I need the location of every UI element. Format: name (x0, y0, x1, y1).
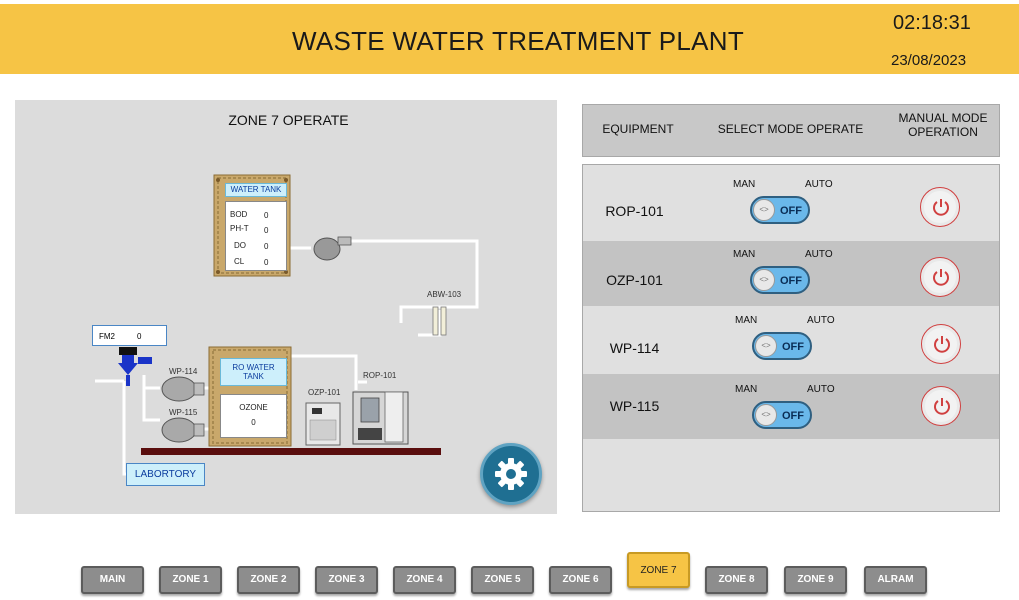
toggle-state: OFF (782, 410, 804, 422)
zone-diagram-panel: ZONE 7 OPERATE (15, 100, 557, 514)
man-label: MAN (735, 315, 758, 326)
nav-zone-9[interactable]: ZONE 9 (784, 566, 847, 594)
table-row: WP-115 MAN AUTO <> OFF (583, 374, 999, 439)
toggle-state: OFF (782, 341, 804, 353)
toggle-knob: <> (755, 335, 777, 357)
auto-label: AUTO (805, 249, 833, 260)
man-label: MAN (733, 179, 756, 190)
header-bar: WASTE WATER TREATMENT PLANT 02:18:31 23/… (0, 4, 1019, 74)
header-equipment: EQUIPMENT (602, 122, 674, 136)
equipment-table-header: EQUIPMENT SELECT MODE OPERATE MANUAL MOD… (582, 104, 1000, 157)
ozone-value: 0 (251, 418, 256, 427)
wp-114-label: WP-114 (169, 367, 198, 376)
table-row: WP-114 MAN AUTO <> OFF (583, 306, 999, 374)
wp-115-label: WP-115 (169, 408, 198, 417)
toggle-knob: <> (755, 404, 777, 426)
zone-title: ZONE 7 OPERATE (228, 112, 349, 128)
ozp-101-machine (305, 402, 341, 446)
clock-time: 02:18:31 (893, 12, 971, 34)
power-icon (934, 336, 950, 353)
wp-115-pump (161, 417, 205, 443)
transfer-pump (313, 236, 352, 261)
page-title: WASTE WATER TREATMENT PLANT (291, 26, 745, 56)
water-tank-label: WATER TANK (225, 183, 287, 197)
ro-water-tank-label: RO WATER TANK (220, 358, 287, 386)
ozone-readout: OZONE 0 (220, 394, 287, 438)
wp-114-pump (161, 376, 205, 402)
mode-toggle[interactable]: <> OFF (750, 196, 810, 224)
water-tank-params: BOD 0 PH-T 0 DO 0 CL 0 (225, 201, 287, 271)
abw-103-label: ABW-103 (427, 290, 462, 299)
process-diagram (95, 174, 479, 476)
settings-button[interactable] (480, 443, 542, 505)
rop-101-machine (352, 391, 409, 445)
man-label: MAN (733, 249, 756, 260)
toggle-state: OFF (780, 275, 802, 287)
param-do-value: 0 (264, 242, 269, 251)
equipment-table: ROP-101 MAN AUTO <> OFF OZP-101 MAN AUTO… (582, 164, 1000, 512)
ozone-label: OZONE (239, 403, 268, 412)
abw-103-filter (432, 306, 447, 336)
fm2-label: FM2 (99, 332, 115, 341)
nav-zone-2[interactable]: ZONE 2 (237, 566, 300, 594)
nav-zone-8[interactable]: ZONE 8 (705, 566, 768, 594)
equipment-name: WP-114 (609, 340, 660, 356)
manual-power-button[interactable] (920, 187, 960, 227)
header-manual-mode: MANUAL MODE OPERATION (898, 111, 988, 139)
equipment-name: OZP-101 (606, 272, 663, 288)
power-icon (934, 398, 950, 415)
manual-power-button[interactable] (921, 386, 961, 426)
power-icon (933, 269, 949, 286)
nav-zone-6[interactable]: ZONE 6 (549, 566, 612, 594)
manual-power-button[interactable] (921, 324, 961, 364)
nav-zone-7[interactable]: ZONE 7 (627, 552, 690, 588)
mode-toggle[interactable]: <> OFF (752, 332, 812, 360)
nav-zone-3[interactable]: ZONE 3 (315, 566, 378, 594)
rop-101-label: ROP-101 (363, 371, 397, 380)
equipment-name: WP-115 (609, 398, 660, 414)
auto-label: AUTO (807, 384, 835, 395)
mode-toggle[interactable]: <> OFF (750, 266, 810, 294)
man-label: MAN (735, 384, 758, 395)
nav-zone-1[interactable]: ZONE 1 (159, 566, 222, 594)
nav-zone-5[interactable]: ZONE 5 (471, 566, 534, 594)
param-pht-name: PH-T (230, 224, 249, 233)
param-bod-value: 0 (264, 211, 269, 220)
fm2-readout: FM2 0 (92, 325, 167, 346)
table-row: OZP-101 MAN AUTO <> OFF (583, 241, 999, 306)
toggle-knob: <> (753, 199, 775, 221)
gear-icon (495, 458, 527, 490)
table-row: ROP-101 MAN AUTO <> OFF (583, 165, 999, 241)
fm2-value: 0 (137, 332, 142, 341)
mode-toggle[interactable]: <> OFF (752, 401, 812, 429)
equipment-base (141, 448, 441, 455)
fm2-valve (118, 347, 152, 386)
ozp-101-label: OZP-101 (308, 388, 341, 397)
header-select-mode: SELECT MODE OPERATE (717, 122, 864, 136)
nav-zone-4[interactable]: ZONE 4 (393, 566, 456, 594)
param-pht-value: 0 (264, 226, 269, 235)
param-do-name: DO (234, 241, 246, 250)
nav-main[interactable]: MAIN (81, 566, 144, 594)
toggle-state: OFF (780, 205, 802, 217)
manual-power-button[interactable] (920, 257, 960, 297)
power-icon (933, 199, 949, 216)
auto-label: AUTO (807, 315, 835, 326)
labortory-button[interactable]: LABORTORY (126, 463, 205, 486)
param-cl-value: 0 (264, 258, 269, 267)
clock-date: 23/08/2023 (891, 52, 967, 69)
equipment-name: ROP-101 (605, 203, 664, 219)
toggle-knob: <> (753, 269, 775, 291)
nav-alram[interactable]: ALRAM (864, 566, 927, 594)
param-bod-name: BOD (230, 210, 248, 219)
auto-label: AUTO (805, 179, 833, 190)
param-cl-name: CL (234, 257, 245, 266)
